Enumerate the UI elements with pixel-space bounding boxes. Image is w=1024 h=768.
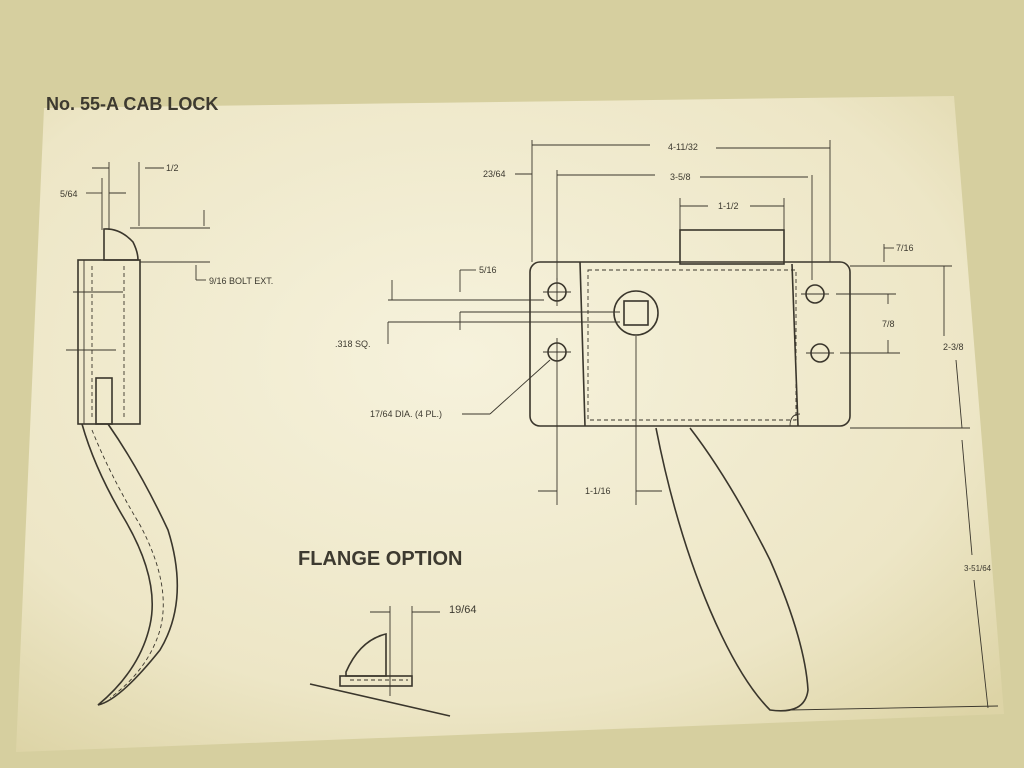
dim-2-3-8: 2-3/8 — [943, 342, 964, 352]
dim-3-51-64: 3-51/64 — [964, 564, 992, 573]
paper-sheet — [16, 96, 1004, 752]
dim-hole-dia: 17/64 DIA. (4 PL.) — [370, 409, 442, 419]
side-dim-5-64: 5/64 — [60, 189, 78, 199]
dim-overall-width: 4-11/32 — [668, 142, 698, 152]
bolt-ext-label: 9/16 BOLT EXT. — [209, 276, 273, 286]
dim-1-1-16: 1-1/16 — [585, 486, 611, 496]
dim-hole-span: 3-5/8 — [670, 172, 691, 182]
drawing-title: No. 55-A CAB LOCK — [46, 94, 218, 114]
front-view: 4-11/32 3-5/8 23/64 1-1/2 7/16 — [335, 140, 999, 712]
dim-top-block: 1-1/2 — [718, 201, 739, 211]
flange-title: FLANGE OPTION — [298, 548, 462, 570]
side-dim-half: 1/2 — [166, 163, 179, 173]
dim-23-64: 23/64 — [483, 169, 506, 179]
dim-7-8: 7/8 — [882, 319, 895, 329]
flange-dim: 19/64 — [449, 604, 477, 616]
dim-318-sq: .318 SQ. — [335, 339, 371, 349]
side-view: 1/2 5/64 9/16 BOLT EXT. — [60, 162, 273, 706]
flange-view: 19/64 — [309, 604, 477, 717]
dim-7-16: 7/16 — [896, 243, 914, 253]
dim-5-16: 5/16 — [479, 265, 497, 275]
